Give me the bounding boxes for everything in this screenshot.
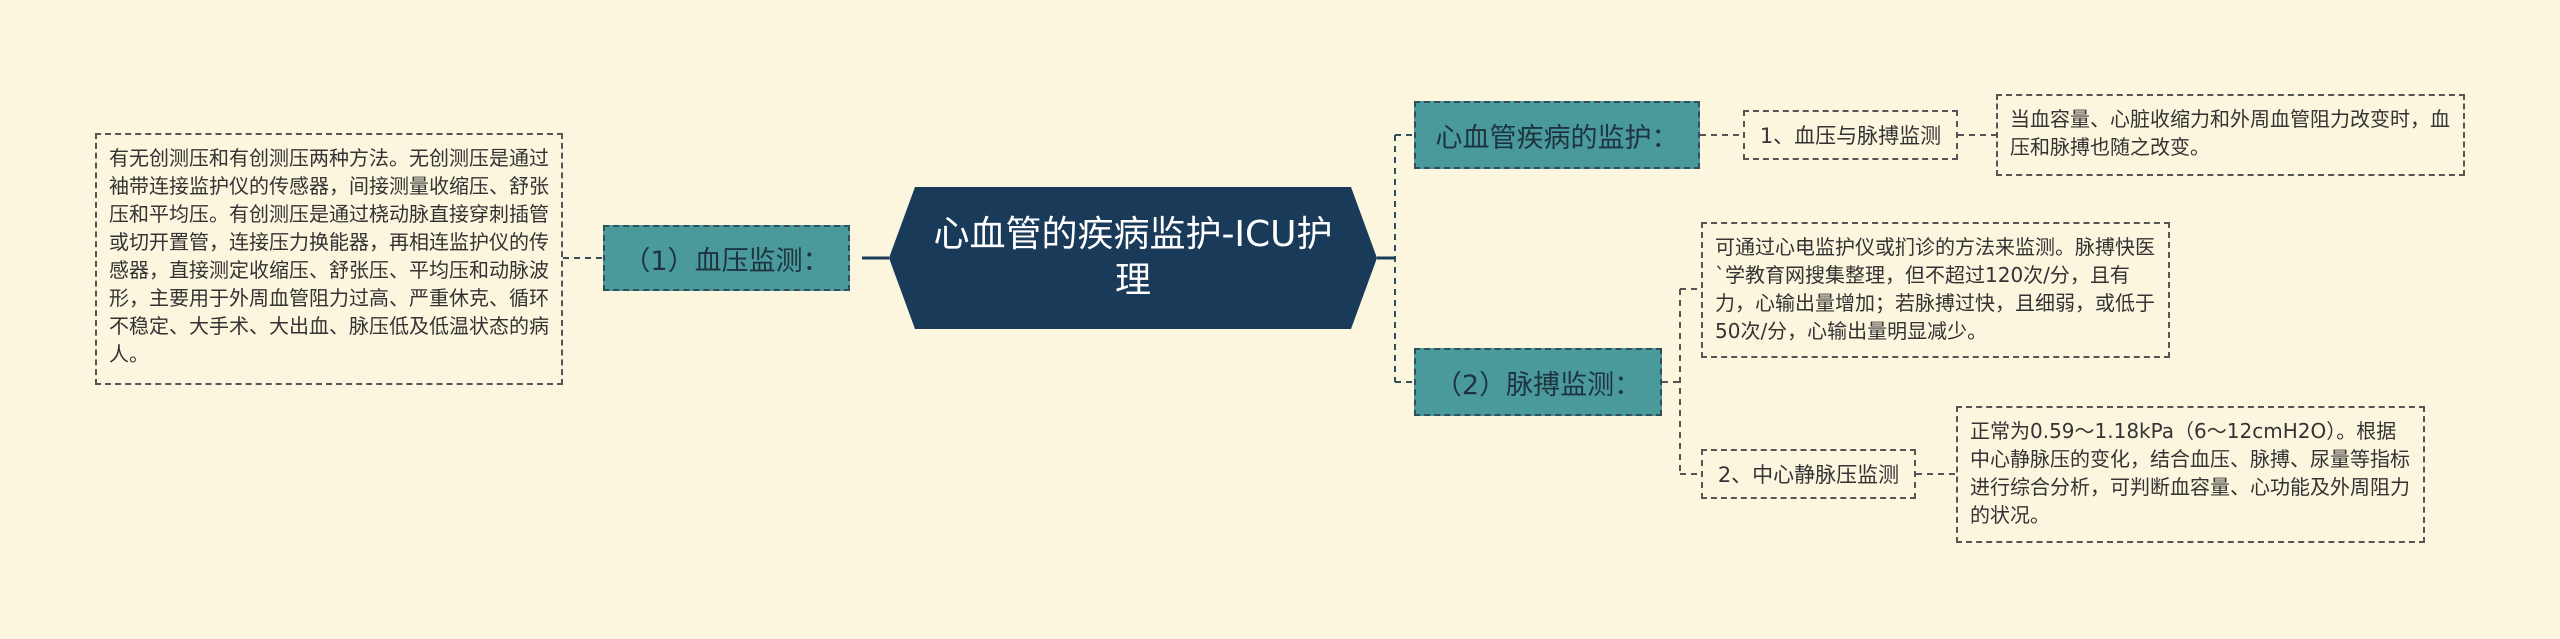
- note-bp-pulse-text: 当血容量、心脏收缩力和外周血管阻力改变时，血压和脉搏也随之改变。: [2010, 107, 2450, 159]
- note-blood-pressure-methods[interactable]: 有无创测压和有创测压两种方法。无创测压是通过袖带连接监护仪的传感器，间接测量收缩…: [95, 133, 563, 385]
- note-pulse-monitoring-text: 可通过心电监护仪或扪诊的方法来监测。脉搏快医`学教育网搜集整理，但不超过120次…: [1715, 235, 2155, 343]
- branch-cardio-monitoring-label: 心血管疾病的监护：: [1435, 122, 1679, 154]
- branch-blood-pressure[interactable]: （1）血压监测：: [603, 225, 850, 291]
- note-bp-pulse[interactable]: 当血容量、心脏收缩力和外周血管阻力改变时，血压和脉搏也随之改变。: [1996, 94, 2465, 176]
- subtopic-bp-pulse-label: 1、血压与脉搏监测: [1759, 124, 1942, 148]
- note-cvp[interactable]: 正常为0.59～1.18kPa（6～12cmH2O）。根据中心静脉压的变化，结合…: [1956, 406, 2425, 543]
- connector-bottom-bus: [1662, 288, 1701, 475]
- branch-pulse-monitoring-label: （2）脉搏监测：: [1434, 369, 1642, 401]
- central-topic[interactable]: 心血管的疾病监护-ICU护理: [889, 187, 1377, 329]
- branch-pulse-monitoring[interactable]: （2）脉搏监测：: [1414, 348, 1662, 416]
- note-blood-pressure-methods-text: 有无创测压和有创测压两种方法。无创测压是通过袖带连接监护仪的传感器，间接测量收缩…: [109, 146, 549, 366]
- subtopic-bp-pulse[interactable]: 1、血压与脉搏监测: [1743, 110, 1958, 160]
- subtopic-cvp-label: 2、中心静脉压监测: [1717, 463, 1900, 487]
- branch-cardio-monitoring[interactable]: 心血管疾病的监护：: [1414, 101, 1700, 169]
- branch-blood-pressure-label: （1）血压监测：: [623, 245, 830, 277]
- note-pulse-monitoring[interactable]: 可通过心电监护仪或扪诊的方法来监测。脉搏快医`学教育网搜集整理，但不超过120次…: [1701, 222, 2170, 358]
- subtopic-cvp[interactable]: 2、中心静脉压监测: [1701, 449, 1916, 499]
- note-cvp-text: 正常为0.59～1.18kPa（6～12cmH2O）。根据中心静脉压的变化，结合…: [1970, 419, 2410, 527]
- central-topic-text: 心血管的疾病监护-ICU护理: [933, 214, 1333, 301]
